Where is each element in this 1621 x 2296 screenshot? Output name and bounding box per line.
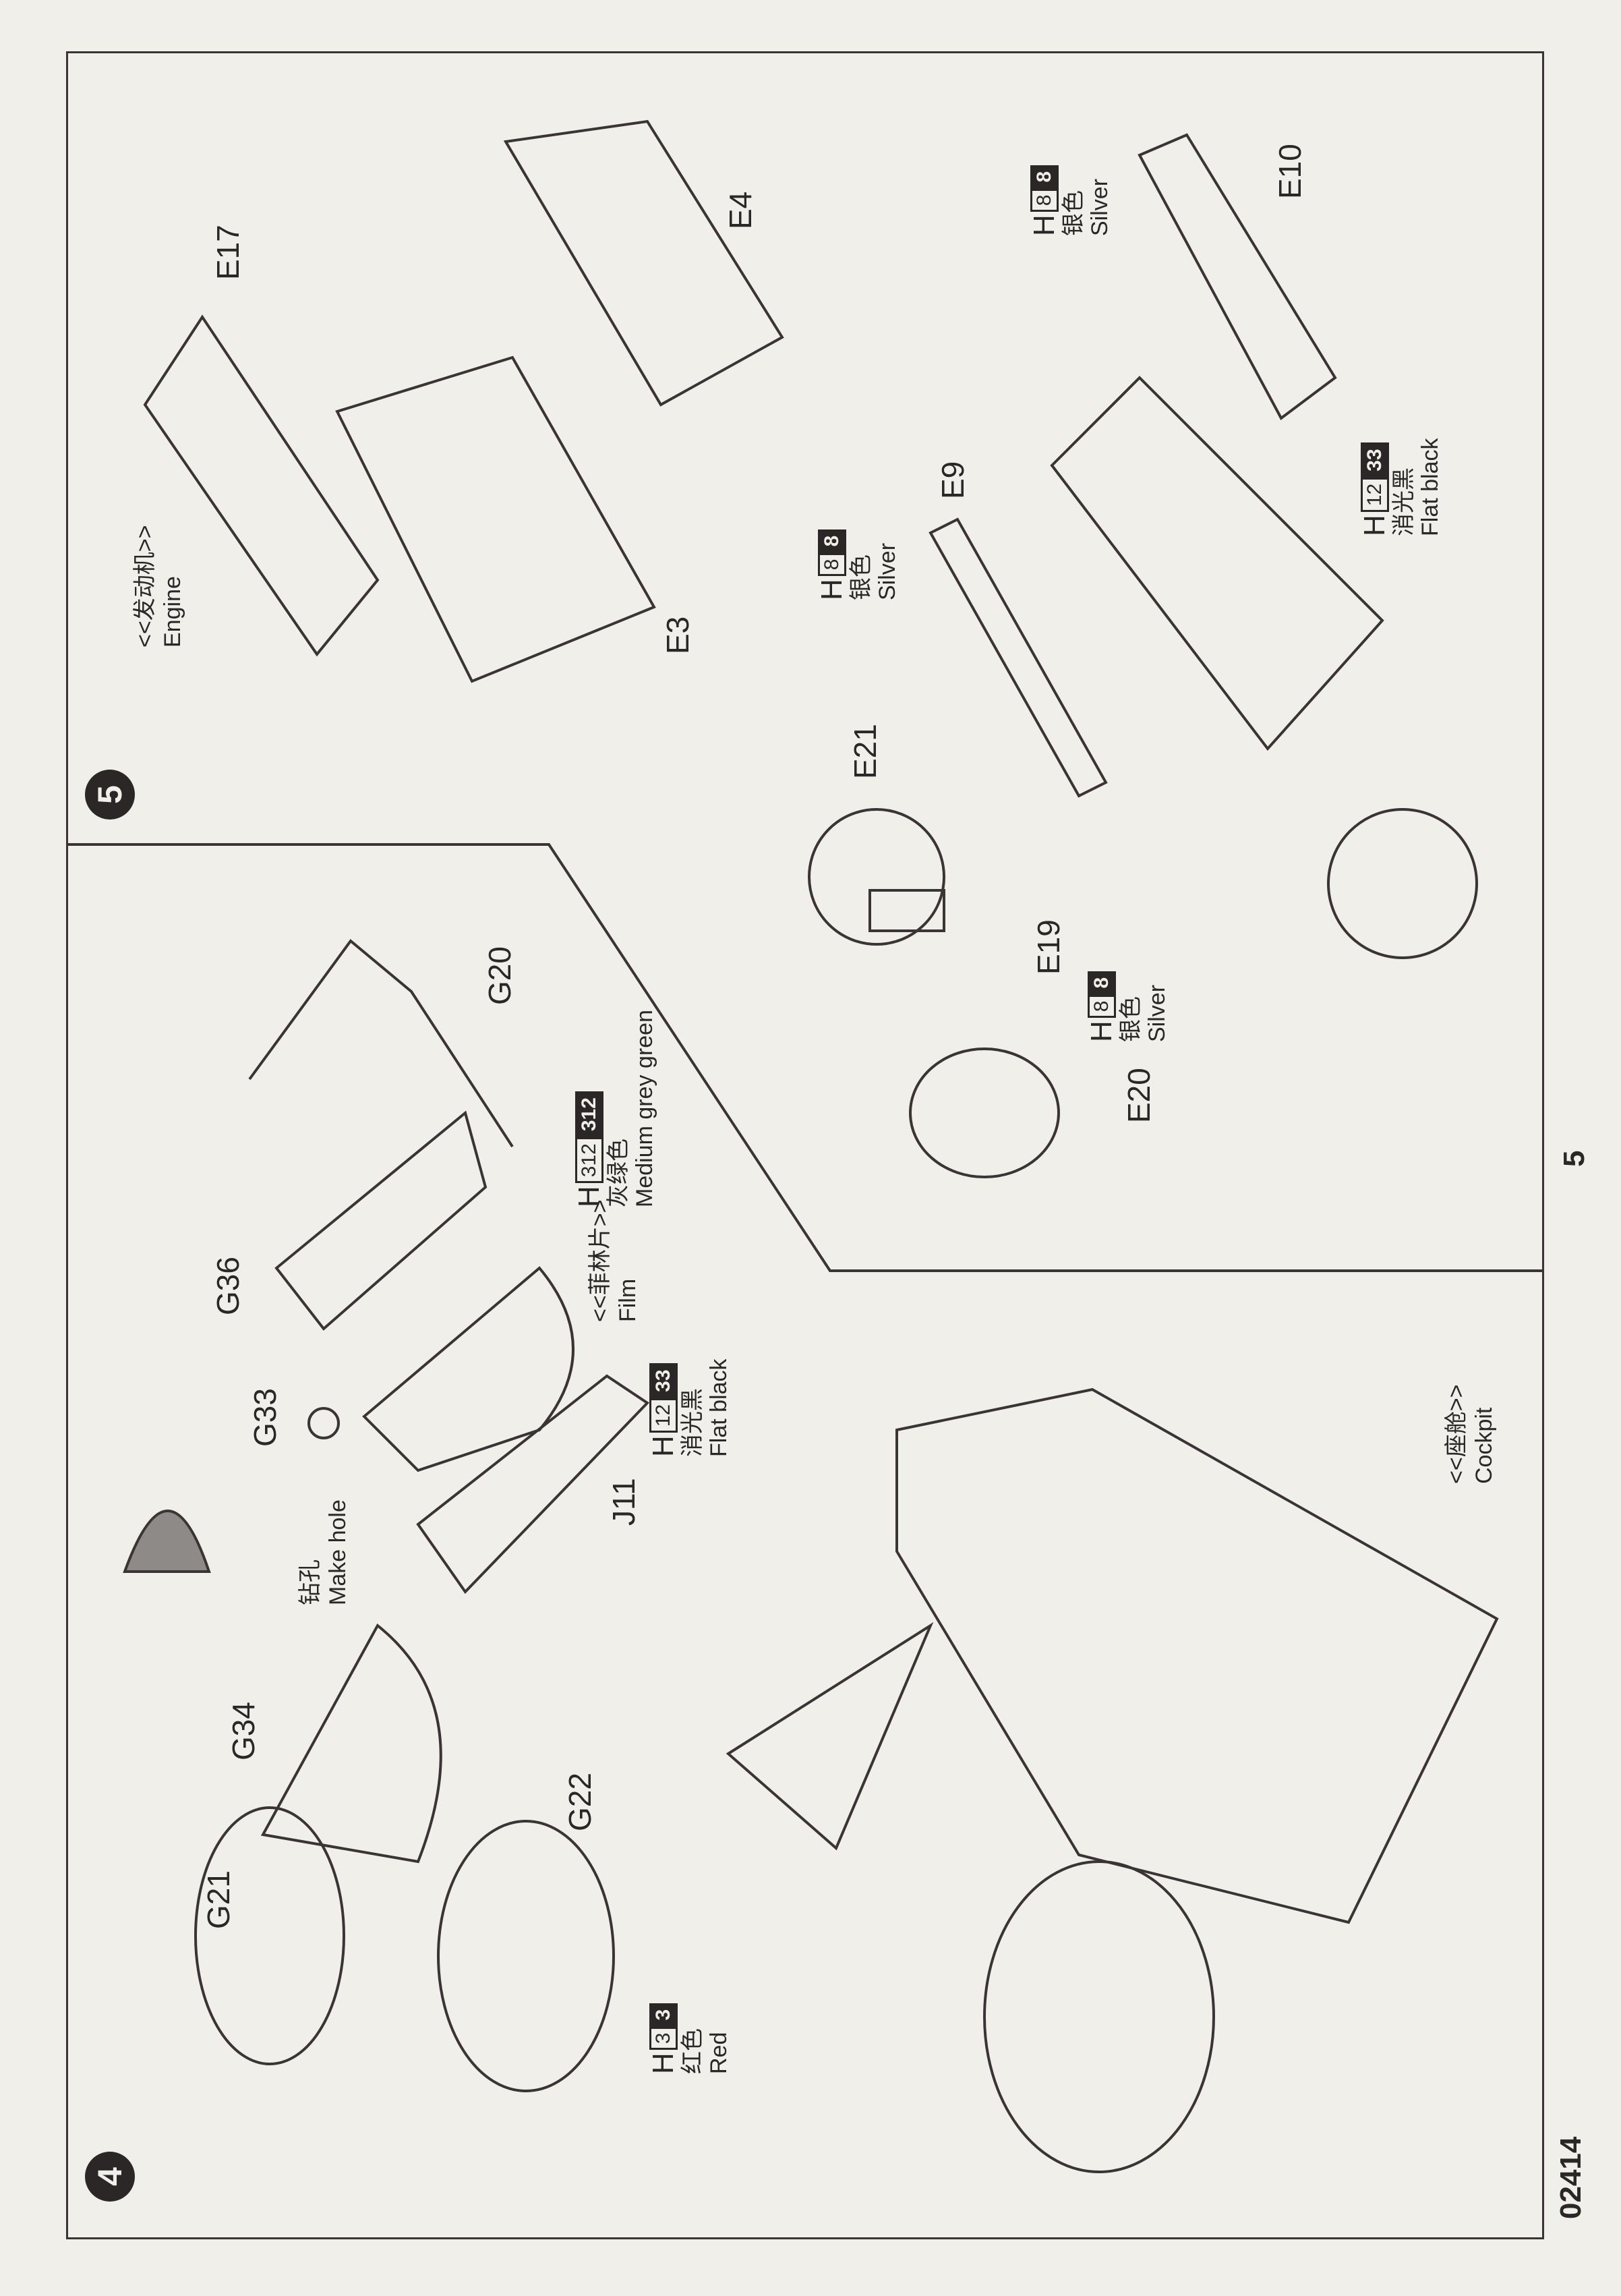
film-en: Film xyxy=(614,1278,641,1322)
seat-back xyxy=(983,1860,1215,2173)
paint-code-alt: 8 xyxy=(818,529,847,553)
page-number: 5 xyxy=(1558,1150,1591,1167)
kit-code: 02414 xyxy=(1554,2136,1587,2219)
paint-code-alt: 33 xyxy=(649,1363,678,1398)
paint-code-alt: 312 xyxy=(575,1091,604,1138)
paint-name-cn: 银色 xyxy=(1118,996,1144,1042)
part-label-G33: G33 xyxy=(247,1388,283,1447)
part-G21 xyxy=(194,1806,345,2065)
part-G34 xyxy=(260,1623,442,1864)
paint-code: 312 xyxy=(575,1137,604,1184)
paint-code-alt: 8 xyxy=(1088,971,1117,995)
engine-part-E10 xyxy=(1138,133,1337,420)
part-label-E10: E10 xyxy=(1272,144,1307,199)
paint-name-cn: 银色 xyxy=(848,554,875,600)
paint-code: 3 xyxy=(649,2026,678,2050)
part-label-E21: E21 xyxy=(848,724,883,779)
paint-code: 8 xyxy=(1030,188,1059,212)
engine-part-E17 xyxy=(143,314,380,657)
paint-prefix: H xyxy=(815,579,848,600)
cockpit-label: <<座舱>> Cockpit xyxy=(1443,1385,1498,1484)
step-4-badge: 4 xyxy=(85,2152,135,2202)
paint-code: 12 xyxy=(1361,477,1390,513)
part-label-E19: E19 xyxy=(1031,919,1066,975)
engine-part-E9 xyxy=(929,517,1108,798)
part-G22 xyxy=(437,1820,615,2092)
part-label-G36: G36 xyxy=(210,1257,245,1315)
step-5-badge: 5 xyxy=(85,770,135,820)
paint-name-cn: 银色 xyxy=(1061,190,1087,236)
paint-code: 8 xyxy=(818,552,847,577)
paint-prefix: H xyxy=(647,2053,680,2074)
make-hole-en: Make hole xyxy=(324,1499,351,1605)
paint-code: 8 xyxy=(1088,994,1117,1018)
cockpit-panel xyxy=(726,1621,934,1851)
paint-code-alt: 33 xyxy=(1361,442,1390,478)
paint-code-alt: 8 xyxy=(1030,165,1059,189)
paint-name-cn: 消光黑 xyxy=(680,1388,706,1457)
instrument-panel-J11 xyxy=(416,1374,650,1595)
part-E20 xyxy=(909,1047,1060,1178)
paint-code-alt: 3 xyxy=(649,2003,678,2027)
film xyxy=(362,1266,574,1472)
engine-assembly xyxy=(1050,376,1384,751)
part-label-G21: G21 xyxy=(201,1870,236,1929)
supercharger-assembly xyxy=(1327,808,1478,959)
paint-name-en: Flat black xyxy=(706,1358,732,1458)
make-hole-cn: 钻孔 xyxy=(297,1559,323,1605)
part-label-E9: E9 xyxy=(935,461,970,499)
paint-prefix: H xyxy=(1028,214,1061,236)
paint-name-cn: 红色 xyxy=(680,2028,706,2074)
supercharger-E21 xyxy=(808,808,945,946)
make-hole-label: 钻孔 Make hole xyxy=(297,1499,352,1605)
cockpit-en: Cockpit xyxy=(1471,1407,1497,1484)
part-label-E17: E17 xyxy=(210,225,245,280)
paint-name-en: Silver xyxy=(875,542,901,600)
step-divider xyxy=(66,843,1544,1272)
paint-name-en: Silver xyxy=(1087,178,1113,236)
paint-name-en: Flat black xyxy=(1417,438,1444,537)
part-G36 xyxy=(274,1110,488,1331)
paint-name-cn: 灰绿色 xyxy=(606,1139,632,1207)
paint-name-cn: 消光黑 xyxy=(1391,467,1417,536)
part-G20 xyxy=(248,939,514,1148)
part-label-E20: E20 xyxy=(1121,1068,1156,1123)
engine-part-E4 xyxy=(503,119,784,407)
part-label-G20: G20 xyxy=(482,946,517,1005)
paint-prefix: H xyxy=(572,1186,606,1207)
paint-name-en: Medium grey green xyxy=(632,1010,658,1207)
engine-cn: <<发动机>> xyxy=(132,525,158,648)
engine-block-E3 xyxy=(335,355,656,683)
page-frame xyxy=(66,51,1544,2239)
part-label-E3: E3 xyxy=(660,616,695,654)
part-label-G22: G22 xyxy=(562,1773,597,1831)
paint-code: 12 xyxy=(649,1398,678,1433)
engine-section-label: <<发动机>> Engine xyxy=(131,525,187,648)
film-label: <<菲林片>> Film xyxy=(587,1200,642,1322)
paint-name-en: Silver xyxy=(1144,984,1171,1042)
part-label-E4: E4 xyxy=(723,191,758,229)
engine-en: Engine xyxy=(159,576,185,648)
paint-prefix: H xyxy=(1358,515,1391,536)
instrument-detail-inset xyxy=(123,1510,211,1573)
cockpit-cn: <<座舱>> xyxy=(1444,1384,1469,1484)
paint-prefix: H xyxy=(647,1435,680,1457)
part-label-J11: J11 xyxy=(606,1478,641,1526)
paint-name-en: Red xyxy=(706,2032,732,2074)
film-cn: <<菲林片>> xyxy=(587,1199,613,1322)
cockpit-frame xyxy=(895,1387,1499,1924)
part-label-G34: G34 xyxy=(226,1702,261,1760)
part-G33 xyxy=(307,1407,340,1439)
paint-prefix: H xyxy=(1085,1021,1118,1042)
